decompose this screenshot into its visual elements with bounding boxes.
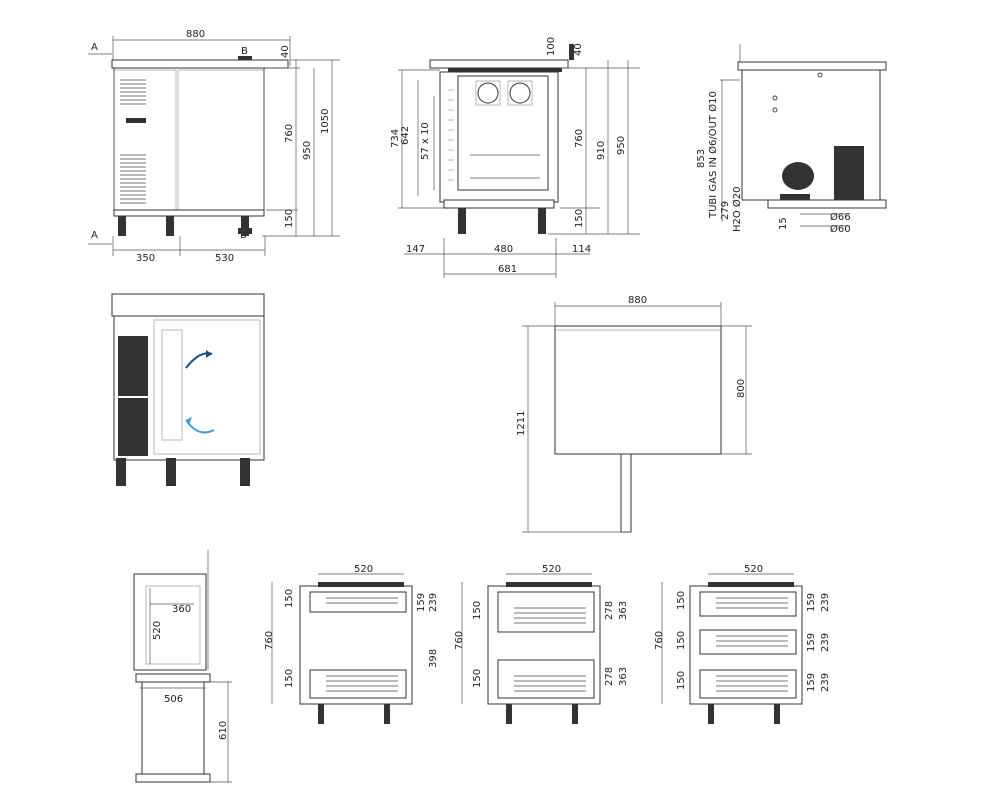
dim-d66: Ø66 — [830, 211, 851, 223]
dim-360: 360 — [172, 604, 191, 615]
d2-363b: 363 — [618, 667, 629, 686]
dim-760-section: 760 — [574, 129, 585, 148]
drawer-view-1: 520 760 150 150 159 239 398 — [264, 564, 439, 724]
small-section-view: 360 520 506 610 — [133, 550, 232, 783]
dim-880: 880 — [186, 29, 205, 40]
dim-150: 150 — [284, 209, 295, 228]
dim-480: 480 — [494, 244, 513, 255]
dim-350: 350 — [136, 253, 155, 264]
dim-plan-1211: 1211 — [516, 411, 527, 436]
d2-150b: 150 — [472, 669, 483, 688]
dim-plan-880: 880 — [628, 295, 647, 306]
dim-642: 642 — [400, 126, 411, 145]
d3-150b: 150 — [676, 631, 687, 650]
d2-278b: 278 — [604, 667, 615, 686]
dim-279: 279 — [720, 201, 731, 220]
d1-239: 239 — [428, 593, 439, 612]
dim-1050: 1050 — [320, 109, 331, 134]
dim-950: 950 — [302, 141, 313, 160]
plan-view: 880 800 1211 — [516, 295, 752, 533]
d1-398: 398 — [428, 649, 439, 668]
dim-853: 853 — [696, 149, 707, 168]
dim-15: 15 — [778, 217, 789, 230]
section-b-top: B — [241, 46, 248, 57]
d1-150a: 150 — [284, 589, 295, 608]
d1-520: 520 — [354, 564, 373, 575]
dim-150-section: 150 — [574, 209, 585, 228]
section-a-bottom: A — [91, 230, 98, 241]
side-view: TUBI GAS IN Ø6/OUT Ø10 853 279 H2O Ø20 1… — [696, 44, 887, 235]
dim-plan-800: 800 — [736, 379, 747, 398]
dim-530: 530 — [215, 253, 234, 264]
drawer-view-3: 520 760 150 150 150 159 239 159 239 159 … — [654, 564, 831, 724]
d3-239a: 239 — [820, 593, 831, 612]
airflow-view — [111, 293, 265, 486]
dim-950-section: 950 — [616, 136, 627, 155]
d1-150b: 150 — [284, 669, 295, 688]
section-view: 100 40 734 642 57 x 10 760 150 910 950 1… — [390, 37, 640, 278]
water-label: H2O Ø20 — [731, 186, 743, 232]
front-view: 880 A B A B — [88, 29, 340, 264]
dim-734: 734 — [390, 129, 401, 148]
d2-760: 760 — [454, 631, 465, 650]
dim-shelves: 57 x 10 — [420, 122, 431, 160]
d3-239c: 239 — [820, 673, 831, 692]
dim-40-section: 40 — [573, 43, 584, 56]
d3-159c: 159 — [806, 673, 817, 692]
dim-910: 910 — [596, 141, 607, 160]
d2-363a: 363 — [618, 601, 629, 620]
dim-100: 100 — [546, 37, 557, 56]
d3-760: 760 — [654, 631, 665, 650]
pipe-label: TUBI GAS IN Ø6/OUT Ø10 — [707, 91, 719, 219]
d1-159: 159 — [416, 593, 427, 612]
drawer-view-2: 520 760 150 150 278 363 278 363 — [454, 564, 629, 724]
d3-239b: 239 — [820, 633, 831, 652]
dim-681: 681 — [498, 264, 517, 275]
d3-159a: 159 — [806, 593, 817, 612]
dim-506: 506 — [164, 694, 183, 705]
d3-150a: 150 — [676, 591, 687, 610]
dim-40: 40 — [280, 45, 291, 58]
dim-d60: Ø60 — [830, 223, 851, 235]
dim-610: 610 — [218, 721, 229, 740]
d3-150c: 150 — [676, 671, 687, 690]
d2-520: 520 — [542, 564, 561, 575]
dim-114: 114 — [572, 244, 591, 255]
dim-147: 147 — [406, 244, 425, 255]
section-a-top: A — [91, 42, 98, 53]
dim-760: 760 — [284, 124, 295, 143]
d2-150a: 150 — [472, 601, 483, 620]
d2-278a: 278 — [604, 601, 615, 620]
d3-159b: 159 — [806, 633, 817, 652]
dim-520-small: 520 — [152, 621, 163, 640]
d1-760: 760 — [264, 631, 275, 650]
d3-520: 520 — [744, 564, 763, 575]
